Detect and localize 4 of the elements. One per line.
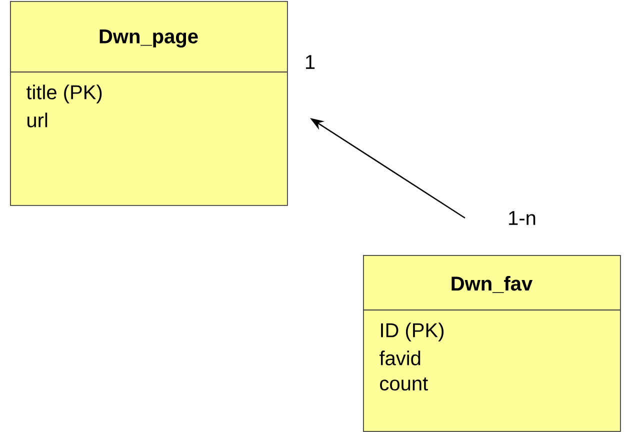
cardinality-label: 1 [306,55,315,69]
cardinality-label: 1-n [509,211,536,225]
table-box: Dwn_fav ID (PK) favid count [362,255,621,432]
table-box: Dwn_page title (PK) url [10,1,288,206]
